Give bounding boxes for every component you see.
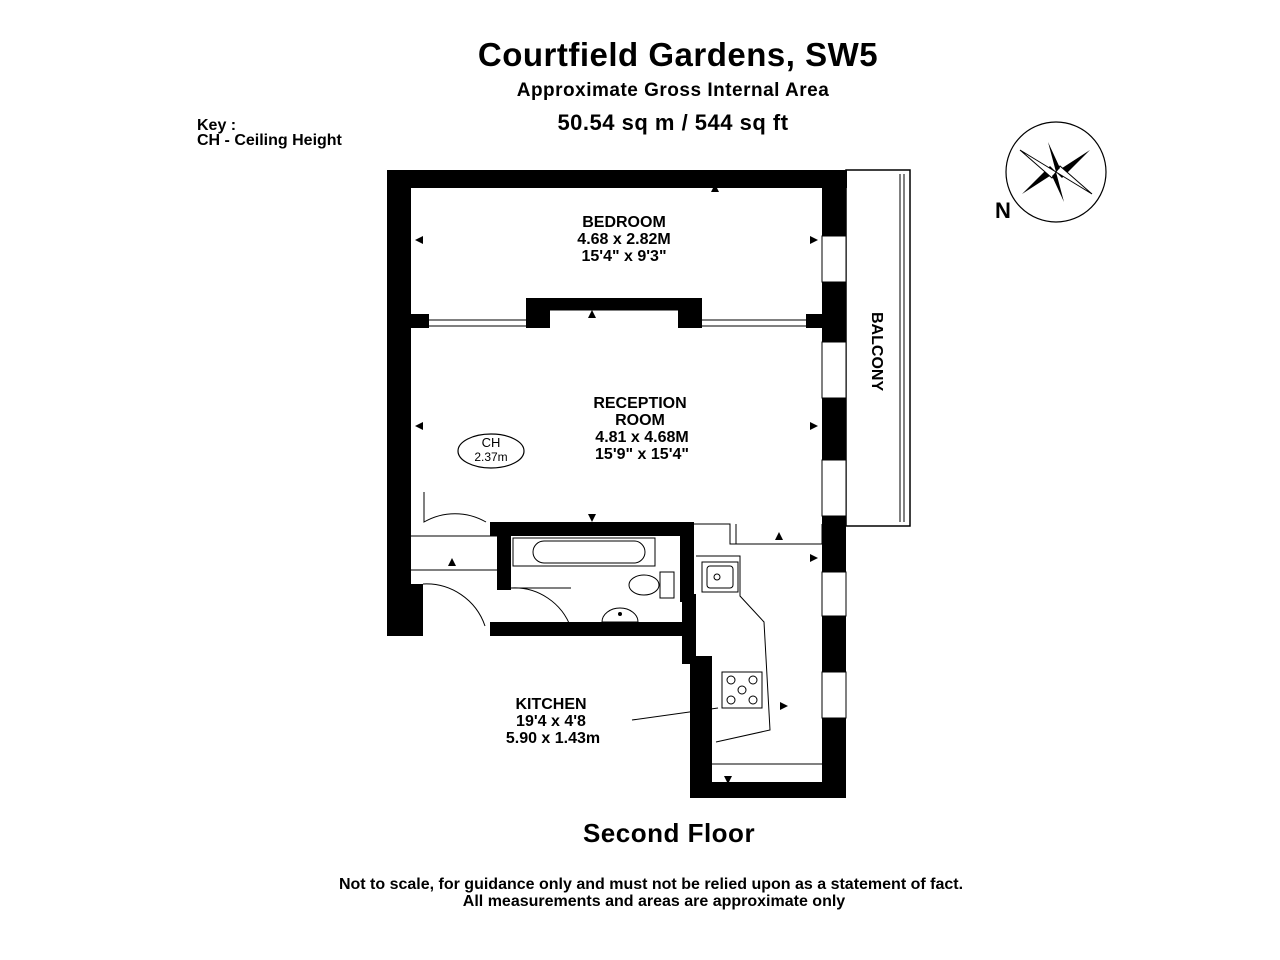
plan-subtitle: Approximate Gross Internal Area xyxy=(516,80,830,101)
bath-icon xyxy=(512,537,656,567)
walls xyxy=(387,170,847,798)
toilet-icon xyxy=(628,571,675,599)
reception-name-line2: ROOM xyxy=(615,412,665,429)
kitchen-metric: 5.90 x 1.43m xyxy=(506,730,600,747)
balcony-label: BALCONY xyxy=(868,312,885,391)
kitchen-leader-line xyxy=(631,707,719,721)
ceiling-height-label: CH xyxy=(482,435,501,450)
reception-name-line1: RECEPTION xyxy=(593,395,686,412)
doors xyxy=(411,492,823,629)
reception-imperial: 15'9" x 15'4" xyxy=(595,446,689,463)
bedroom-metric: 4.68 x 2.82M xyxy=(577,231,670,248)
disclaimer-line-2: All measurements and areas are approxima… xyxy=(462,893,846,910)
compass-north-label: N xyxy=(995,198,1011,223)
windows xyxy=(821,235,847,719)
kitchen-name: KITCHEN xyxy=(515,696,586,713)
reception-metric: 4.81 x 4.68M xyxy=(595,429,688,446)
plan-title: Courtfield Gardens, SW5 xyxy=(477,36,879,73)
hob-icon xyxy=(721,671,763,709)
disclaimer-line-1: Not to scale, for guidance only and must… xyxy=(338,876,964,893)
compass-icon xyxy=(1005,121,1107,223)
balcony: BALCONY xyxy=(845,169,911,527)
key-ceiling-height: CH - Ceiling Height xyxy=(197,132,342,149)
kitchen-worktop xyxy=(696,555,822,765)
gross-area: 50.54 sq m / 544 sq ft xyxy=(557,110,789,135)
ceiling-height-badge xyxy=(457,433,525,469)
kitchen-imperial: 19'4 x 4'8 xyxy=(516,713,586,730)
dimension-arrows xyxy=(415,184,818,784)
bedroom-imperial: 15'4" x 9'3" xyxy=(581,248,666,265)
partition-openings xyxy=(429,309,806,327)
sink-icon xyxy=(701,561,739,593)
ceiling-height-value: 2.37m xyxy=(474,450,507,464)
basin-icon xyxy=(601,607,639,623)
key-title: Key : xyxy=(197,117,237,134)
floor-name: Second Floor xyxy=(582,818,756,848)
bedroom-name: BEDROOM xyxy=(582,214,666,231)
